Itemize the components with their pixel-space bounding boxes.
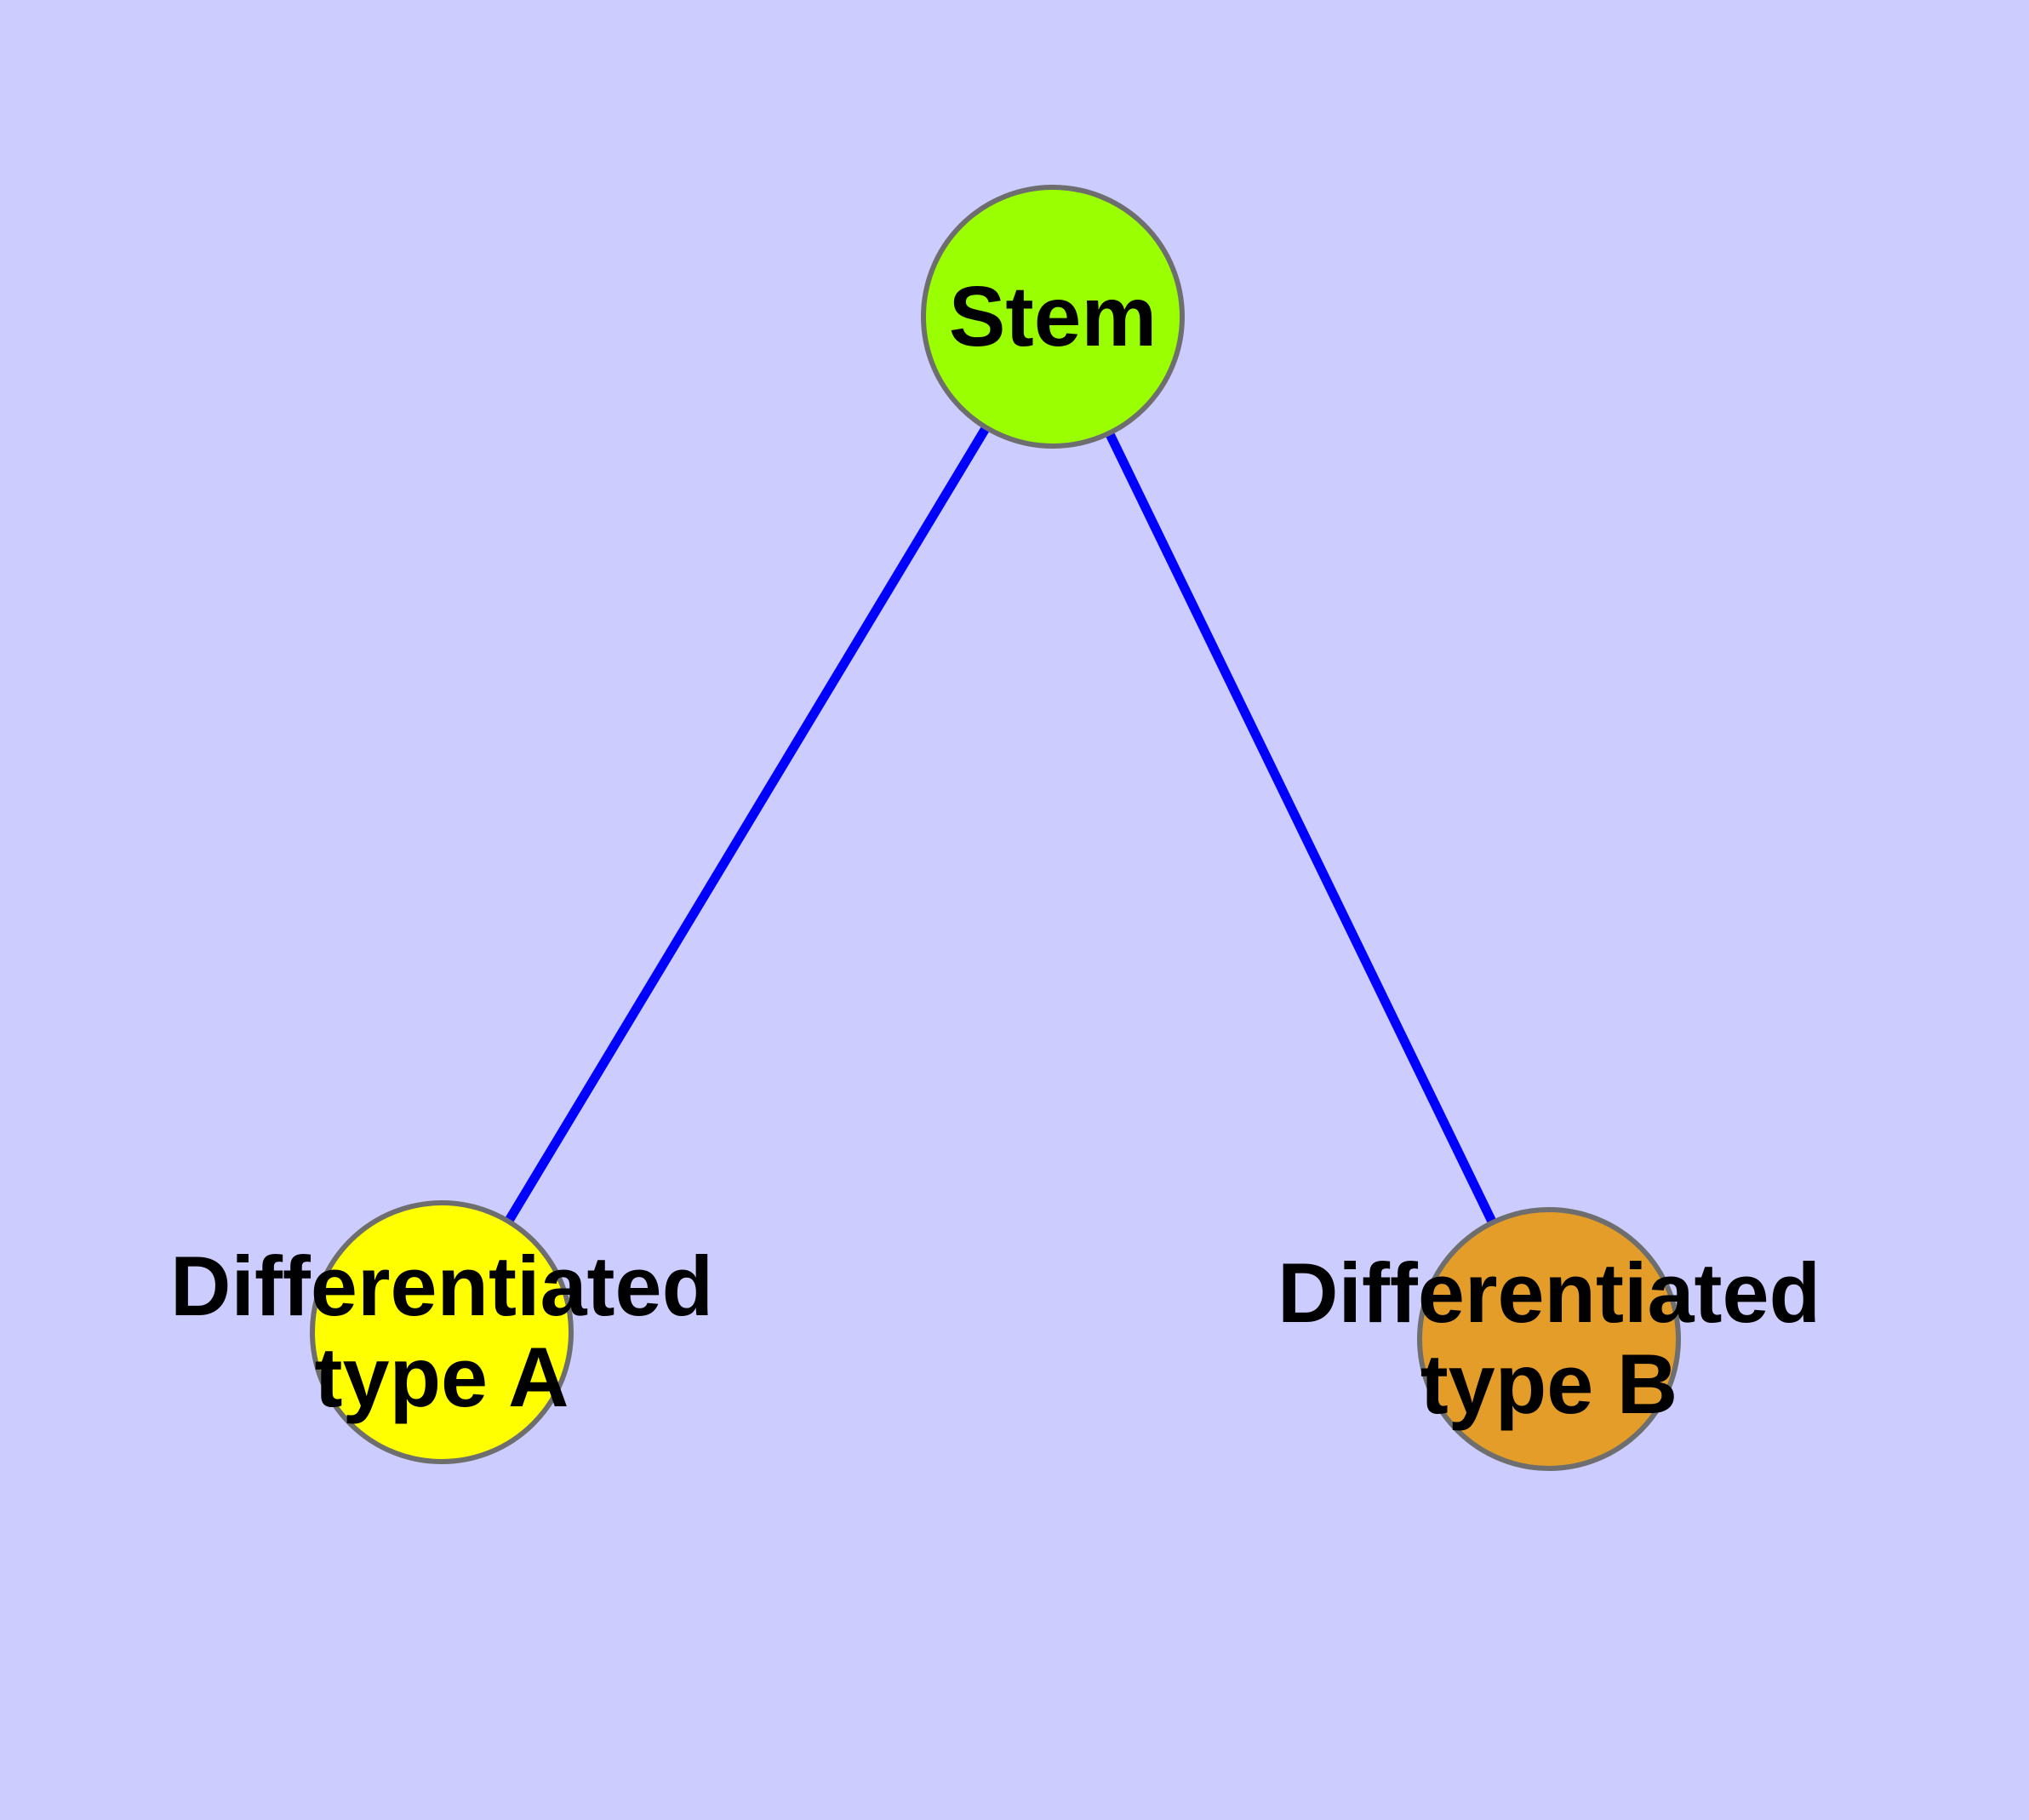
node-circle-stem[interactable] [921,185,1185,449]
node-circle-diff-a[interactable] [310,1200,574,1464]
edges-layer [504,425,1497,1225]
nodes-layer [310,185,1681,1471]
node-circle-diff-b[interactable] [1417,1207,1681,1471]
edge-stem-diff-b[interactable] [1105,431,1497,1225]
edge-stem-diff-a[interactable] [504,425,991,1224]
